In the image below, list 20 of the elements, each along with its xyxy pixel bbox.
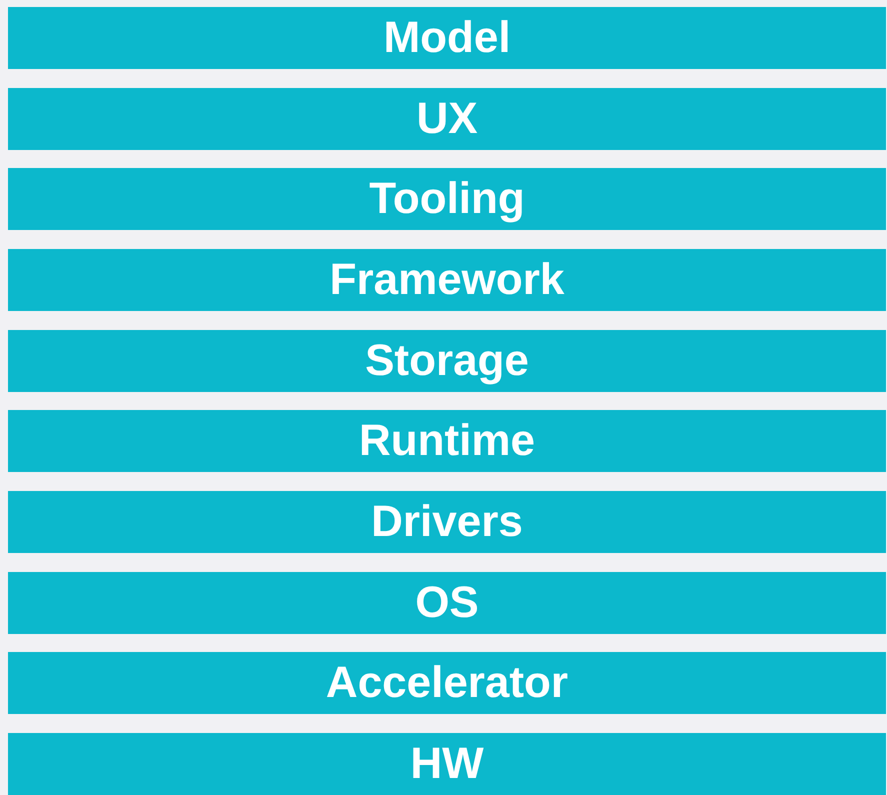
layer-label: Drivers [371, 500, 523, 544]
layer-bar [8, 652, 886, 714]
layer-bar [8, 7, 886, 69]
layer-bar [8, 330, 886, 392]
layer-bar [8, 491, 886, 554]
layer-bar [8, 168, 886, 230]
layer-label: Runtime [359, 419, 535, 464]
layer-label: Storage [365, 338, 529, 383]
layer-label: Model [383, 16, 511, 60]
layer-label: Accelerator [326, 661, 568, 706]
layer-label: UX [416, 96, 478, 141]
layer-bar [8, 733, 886, 795]
layer-bar [8, 572, 886, 634]
layer-bar [8, 88, 886, 150]
layer-bar [8, 249, 886, 311]
layer-bar [8, 410, 886, 472]
layer-label: Framework [330, 258, 564, 302]
layer-label: OS [415, 580, 479, 625]
layer-label: HW [410, 742, 484, 786]
layer-label: Tooling [369, 177, 525, 222]
